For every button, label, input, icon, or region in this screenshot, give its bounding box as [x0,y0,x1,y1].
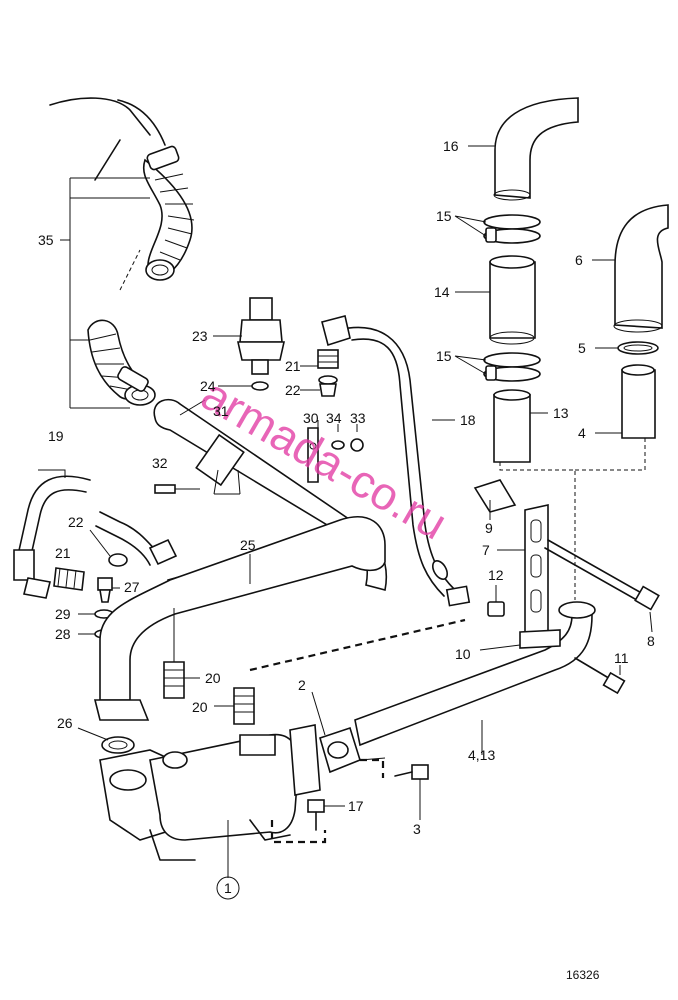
assembly-dash-lines [249,618,466,844]
callout-6: 6 [575,252,583,268]
callout-34: 34 [326,410,342,426]
callout-32: 32 [152,455,168,471]
callout-19: 19 [48,428,64,444]
nut-12 [487,585,505,617]
nipple-20-left [163,608,200,699]
bolt-17 [307,799,345,831]
callout-27: 27 [124,579,140,595]
callout-21-upper: 21 [285,358,301,374]
callout-10: 10 [455,646,471,662]
callout-16: 16 [443,138,459,154]
callout-20-upper: 20 [205,670,221,686]
bellows-hose-lower [87,319,156,406]
pipe-31 [153,398,388,591]
callout-14: 14 [434,284,450,300]
heat-exchanger-1 [99,691,386,900]
bracket-7 [497,504,549,646]
hose-6 [592,204,669,333]
spacer-9 [473,479,517,520]
pipe-25 [99,516,386,701]
callout-17: 17 [348,798,364,814]
flange-26 [77,699,150,754]
hose-18 [321,315,471,607]
tube-4-upper [595,364,656,439]
callout-22-left: 22 [68,514,84,530]
clamps-15-lower [454,352,541,382]
callout-20-lower: 20 [192,699,208,715]
callout-11: 11 [614,650,629,666]
callout-4-13: 4,13 [468,747,495,763]
fitting-group-upper [300,349,364,483]
callout-15-upper: 15 [436,208,452,224]
callout-21-left: 21 [55,545,71,561]
ring-5 [595,341,659,355]
connector-lines-right [499,438,646,600]
callout-4: 4 [578,425,586,441]
bolt-11 [574,657,626,695]
callout-30: 30 [303,410,319,426]
callout-12: 12 [488,567,504,583]
callout-26: 26 [57,715,73,731]
callout-23: 23 [192,328,208,344]
figure-number: 16326 [566,968,600,982]
callout-7: 7 [482,542,490,558]
clamp-10 [479,629,561,651]
callout-28: 28 [55,626,71,642]
nipple-20-right [214,687,255,725]
callout-8: 8 [647,633,655,649]
callout-18: 18 [460,412,476,428]
callout-29: 29 [55,606,71,622]
bolt-8 [544,539,660,633]
clamps-15-upper [454,214,541,244]
bracket-35-leader [60,177,150,409]
hose-16 [468,97,579,201]
tube-13 [493,389,548,463]
bolt-3 [394,764,429,820]
callout-31: 31 [213,403,229,419]
callout-25: 25 [240,537,256,553]
callout-35: 35 [38,232,54,248]
callout-3: 3 [413,821,421,837]
callout-9: 9 [485,520,493,536]
callout-33: 33 [350,410,366,426]
callout-13: 13 [553,405,569,421]
callout-22-upper: 22 [285,382,301,398]
callout-2: 2 [298,677,306,693]
callout-labels: 35 23 24 31 21 22 30 34 33 18 16 15 14 6… [38,138,655,982]
bellows-hose-upper [142,145,195,281]
callout-1: 1 [224,880,232,896]
callout-15-lower: 15 [436,348,452,364]
sleeve-14 [455,255,536,345]
pipe-4-13 [354,601,596,755]
callout-24: 24 [200,378,216,394]
callout-5: 5 [578,340,586,356]
temperature-sender [213,297,285,391]
exhaust-outlet-part [49,97,166,181]
